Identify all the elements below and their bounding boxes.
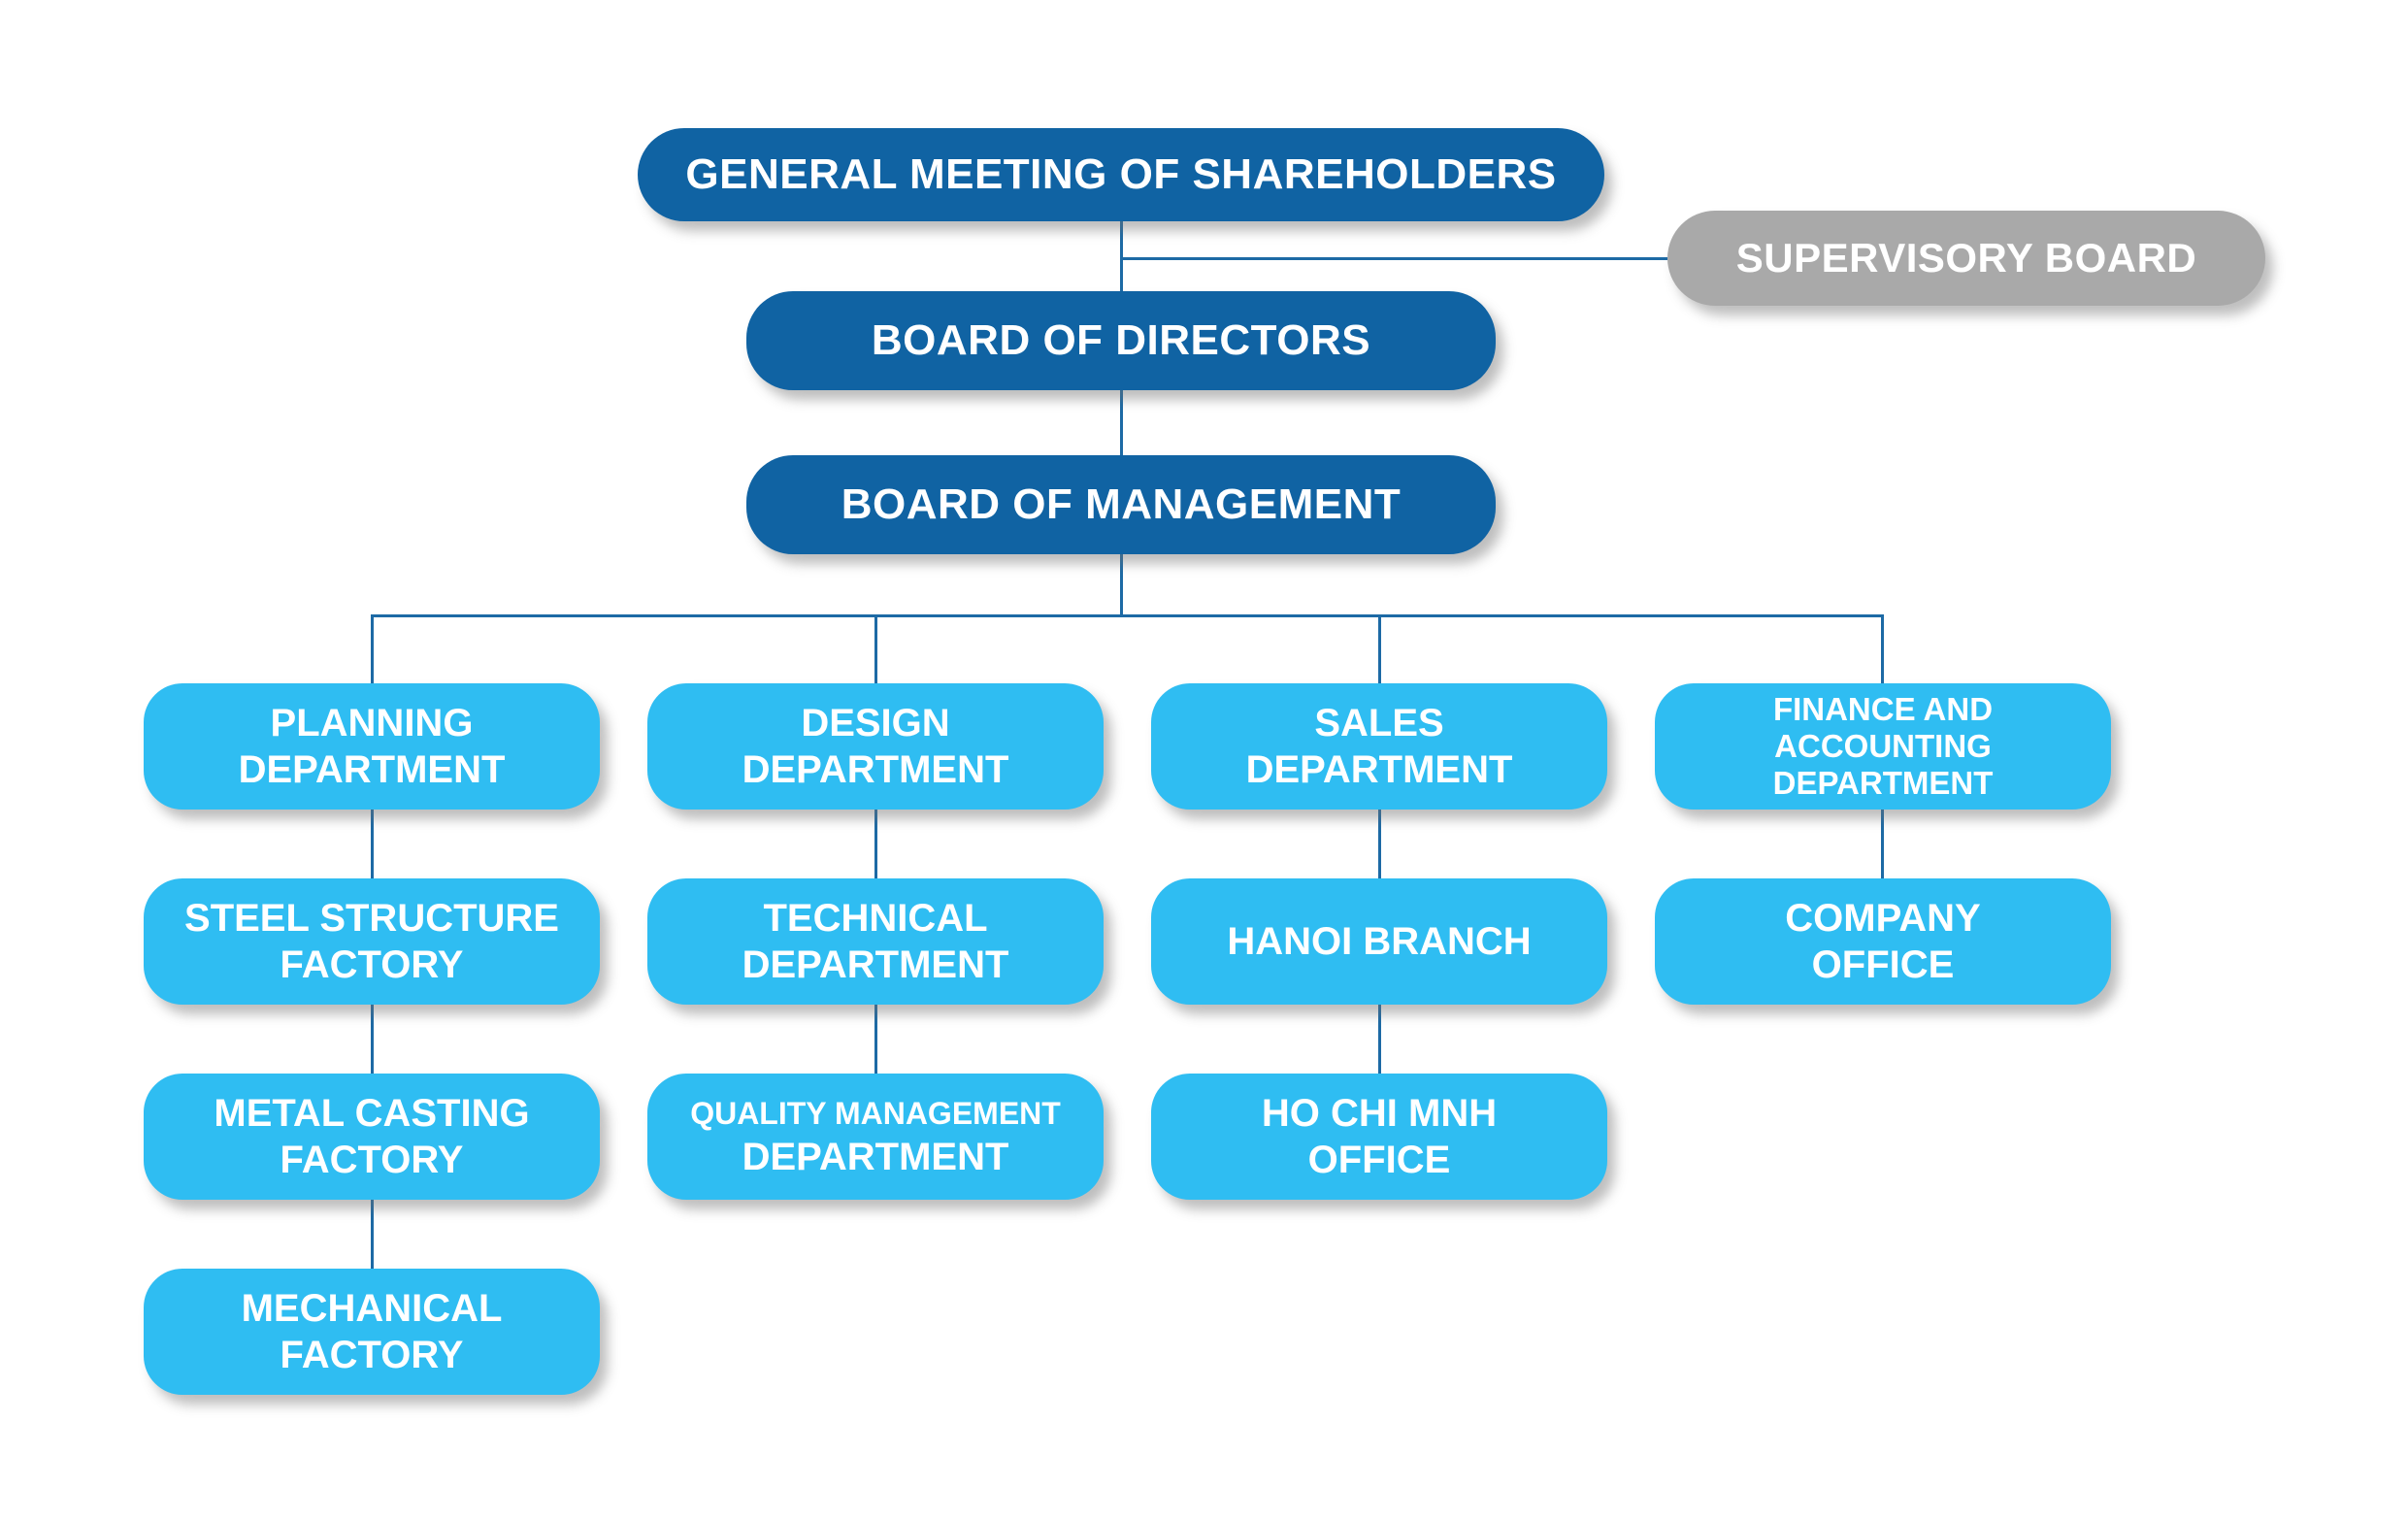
node-label: STEEL STRUCTURE (184, 897, 559, 940)
connector-col1-row3-row4 (371, 1200, 374, 1269)
node-label: DEPARTMENT (742, 748, 1009, 791)
node-hanoi-branch: HANOI BRANCH (1151, 878, 1607, 1005)
node-label: OFFICE (1811, 943, 1955, 986)
node-board-of-management: BOARD OF MANAGEMENT (746, 455, 1496, 554)
node-label: DEPARTMENT (1772, 765, 1994, 801)
connector-branch-col3 (1378, 614, 1381, 683)
connector-col1-row2-row3 (371, 1005, 374, 1074)
connector-col2-row1-row2 (874, 810, 877, 878)
node-label: OFFICE (1307, 1139, 1451, 1181)
connector-management-branch (1120, 554, 1123, 614)
node-supervisory-board: SUPERVISORY BOARD (1667, 211, 2265, 306)
node-label: DEPARTMENT (742, 943, 1009, 986)
node-label: GENERAL MEETING OF SHAREHOLDERS (685, 150, 1557, 198)
node-label: ACCOUNTING (1774, 728, 1992, 764)
node-label: PLANNING (270, 702, 474, 744)
node-sales-department: SALES DEPARTMENT (1151, 683, 1607, 810)
connector-branch-col4 (1881, 614, 1884, 683)
node-technical-department: TECHNICAL DEPARTMENT (647, 878, 1104, 1005)
node-label: DESIGN (801, 702, 950, 744)
node-label: FACTORY (280, 943, 464, 986)
node-label: DEPARTMENT (1245, 748, 1513, 791)
connector-branch-col1 (371, 614, 374, 683)
node-label: FACTORY (280, 1334, 464, 1376)
node-label: COMPANY (1785, 897, 1981, 940)
connector-col1-row1-row2 (371, 810, 374, 878)
node-ho-chi-minh-office: HO CHI MNH OFFICE (1151, 1074, 1607, 1200)
connector-supervisory-board (1121, 257, 1667, 260)
connector-col3-row2-row3 (1378, 1005, 1381, 1074)
connector-col3-row1-row2 (1378, 810, 1381, 878)
node-label: TECHNICAL (763, 897, 988, 940)
node-label: SUPERVISORY BOARD (1735, 235, 2197, 281)
connector-directors-management (1120, 390, 1123, 455)
node-steel-structure-factory: STEEL STRUCTURE FACTORY (144, 878, 600, 1005)
node-finance-accounting-department: FINANCE AND ACCOUNTING DEPARTMENT (1655, 683, 2111, 810)
node-label: QUALITY MANAGEMENT (690, 1096, 1061, 1131)
node-board-of-directors: BOARD OF DIRECTORS (746, 291, 1496, 390)
node-design-department: DESIGN DEPARTMENT (647, 683, 1104, 810)
node-label: BOARD OF DIRECTORS (871, 316, 1371, 364)
node-label: FACTORY (280, 1139, 464, 1181)
node-planning-department: PLANNING DEPARTMENT (144, 683, 600, 810)
node-label: MECHANICAL (241, 1287, 503, 1330)
node-label: DEPARTMENT (742, 1136, 1009, 1178)
node-label: FINANCE AND (1772, 691, 1994, 727)
node-label: BOARD OF MANAGEMENT (841, 480, 1402, 528)
connector-shareholders-directors (1120, 221, 1123, 291)
node-label: HO CHI MNH (1261, 1092, 1498, 1135)
node-label: SALES (1314, 702, 1444, 744)
connector-branch-horizontal (371, 614, 1884, 617)
node-general-meeting-of-shareholders: GENERAL MEETING OF SHAREHOLDERS (638, 128, 1604, 221)
node-quality-management-department: QUALITY MANAGEMENT DEPARTMENT (647, 1074, 1104, 1200)
node-label: METAL CASTING (214, 1092, 530, 1135)
node-metal-casting-factory: METAL CASTING FACTORY (144, 1074, 600, 1200)
node-label: DEPARTMENT (238, 748, 506, 791)
node-label: HANOI BRANCH (1227, 920, 1532, 963)
connector-branch-col2 (874, 614, 877, 683)
node-company-office: COMPANY OFFICE (1655, 878, 2111, 1005)
connector-col4-row1-row2 (1881, 810, 1884, 878)
node-mechanical-factory: MECHANICAL FACTORY (144, 1269, 600, 1395)
connector-col2-row2-row3 (874, 1005, 877, 1074)
